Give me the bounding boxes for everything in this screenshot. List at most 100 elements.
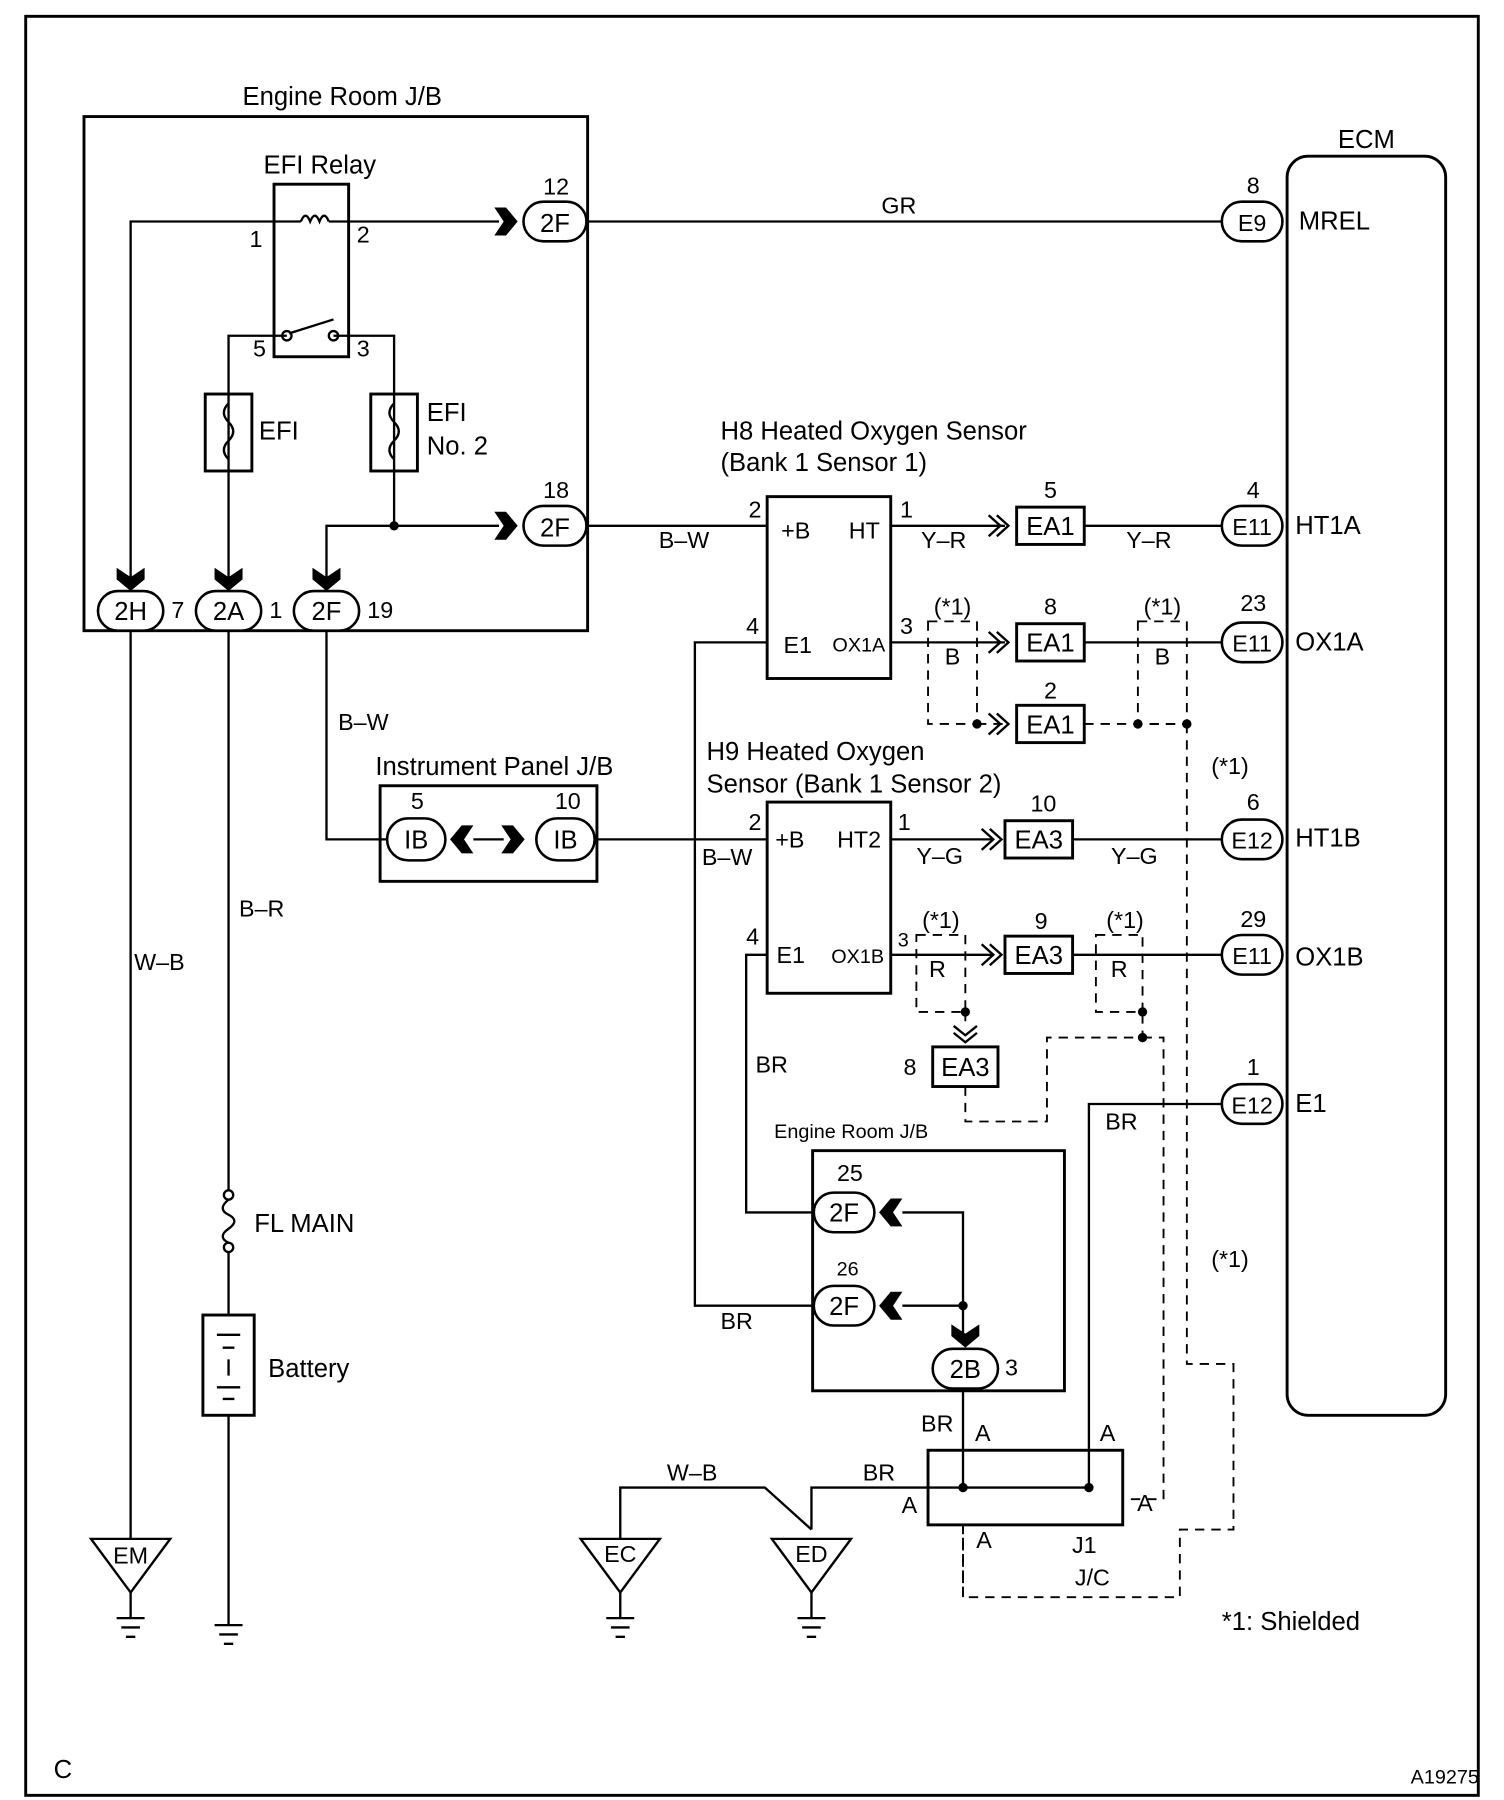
fuse-efi-no2-label-1: EFI (427, 399, 467, 427)
fuse-efi-no2-icon (388, 402, 400, 461)
ground-em-label: EM (113, 1542, 148, 1568)
connector-ib-left (385, 817, 447, 862)
connector-e9-pin: 8 (1247, 173, 1260, 199)
connector-2f-low-pin: 19 (367, 597, 393, 623)
double-arrow-down-icon (952, 1024, 978, 1044)
instrument-panel-jb-box (378, 784, 599, 883)
shield-b-2: B (1155, 644, 1171, 670)
connector-e11-ox1a-label: E11 (1232, 631, 1272, 657)
connector-ea3-ht-label: EA3 (1015, 827, 1063, 855)
wire-color-br-left: B–R (239, 895, 284, 921)
h8-pin-b: 2 (749, 497, 762, 523)
fuse-efi-icon (222, 402, 235, 461)
jc-label: J/C (1075, 1564, 1110, 1590)
h8-title-2: (Bank 1 Sensor 1) (721, 449, 928, 477)
fl-main-label: FL MAIN (254, 1210, 354, 1238)
ground-ec-icon (578, 1537, 663, 1595)
h8-terminal-b: +B (781, 518, 810, 544)
ground-ed-icon (769, 1537, 854, 1595)
shield-h9-left (915, 934, 967, 1013)
connector-e12-e1-pin: 1 (1247, 1054, 1260, 1080)
h8-pin-ht: 1 (900, 497, 913, 523)
jc-pin-a-2: A (1100, 1420, 1116, 1446)
connector-e12-ht1b (1220, 818, 1284, 861)
connector-ea1-ht-label: EA1 (1026, 513, 1074, 541)
connector-2h-label: 2H (114, 598, 147, 626)
fuse-efi-no2 (369, 392, 419, 473)
engine-room-jb-bottom-title: Engine Room J/B (774, 1121, 928, 1143)
shield-r-1: R (929, 956, 946, 982)
efi-relay-label: EFI Relay (264, 152, 377, 180)
h8-terminal-ox: OX1A (832, 635, 886, 657)
connector-ea1-ht-pin: 5 (1044, 477, 1057, 503)
connector-2f-top-pin: 12 (543, 174, 569, 200)
wire-color-br-h8: BR (721, 1308, 753, 1334)
relay-pin-1: 1 (250, 226, 263, 252)
instrument-panel-jb-title: Instrument Panel J/B (375, 753, 613, 781)
connector-e12-e1-label: E12 (1231, 1092, 1272, 1118)
ecm-terminal-e1: E1 (1295, 1090, 1326, 1118)
wire-color-bw-h9: B–W (702, 844, 752, 870)
connector-ea1-shield (1015, 703, 1086, 745)
connector-ea1-ox-pin: 8 (1044, 593, 1057, 619)
connector-e12-ht1b-pin: 6 (1247, 789, 1260, 815)
shield-label-2: (*1) (1144, 593, 1182, 619)
connector-ib-left-label: IB (404, 827, 428, 855)
relay-switch-icon (288, 318, 334, 335)
ground-ed-label: ED (795, 1541, 827, 1567)
chevron-left-icon (879, 1198, 903, 1227)
connector-2f-mid-label: 2F (540, 514, 570, 542)
corner-label: C (54, 1756, 73, 1784)
connector-ea1-ox-label: EA1 (1026, 630, 1074, 658)
connector-e11-ht1a-label: E11 (1232, 514, 1272, 540)
wire-color-yr-2: Y–R (1126, 527, 1171, 553)
connector-e9 (1220, 200, 1284, 243)
connector-ea3-ox (1003, 934, 1075, 975)
ecm-terminal-ox1a: OX1A (1295, 629, 1364, 657)
fl-main-icon (221, 1198, 236, 1244)
connector-e11-ht1a (1220, 504, 1284, 547)
connector-ea3-shield-pin: 8 (904, 1054, 917, 1080)
engine-room-jb-bottom-box (811, 1149, 1066, 1393)
chevron-left-icon (879, 1291, 903, 1320)
shield-label-4: (*1) (922, 907, 960, 933)
fuse-efi (203, 392, 254, 473)
shield-label-1: (*1) (934, 593, 972, 619)
h9-pin-ox: 3 (898, 930, 909, 952)
shield-h8-left (927, 620, 978, 725)
connector-2f-low-label: 2F (312, 598, 342, 626)
connector-2f-top-label: 2F (540, 210, 570, 238)
chevron-left-icon (450, 825, 474, 854)
h9-terminal-ht: HT2 (837, 827, 881, 853)
connector-ea1-shield-label: EA1 (1026, 711, 1074, 739)
shield-r-2: R (1111, 956, 1128, 982)
shield-note: *1: Shielded (1222, 1608, 1360, 1636)
ecm-terminal-ht1b: HT1B (1295, 824, 1361, 852)
connector-ea1-shield-pin: 2 (1044, 677, 1057, 703)
connector-e12-e1 (1220, 1082, 1284, 1126)
connector-ea3-ht-pin: 10 (1030, 790, 1056, 816)
wire-color-wb-left: W–B (134, 949, 184, 975)
h9-title-2: Sensor (Bank 1 Sensor 2) (707, 771, 1002, 799)
connector-2f-25-label: 2F (829, 1200, 859, 1228)
wire-color-yg-2: Y–G (1111, 843, 1158, 869)
wire-color-br-e1: BR (1105, 1109, 1137, 1135)
fuse-efi-no2-label-2: No. 2 (427, 433, 488, 461)
drawing-number: A19275 (1411, 1767, 1479, 1789)
connector-ea3-ox-label: EA3 (1015, 942, 1063, 970)
engine-room-jb-title: Engine Room J/B (243, 83, 442, 111)
connector-2f-26-pin: 26 (837, 1258, 859, 1280)
wire-color-br-gnd: BR (863, 1460, 895, 1486)
shield-h8-right (1136, 620, 1188, 725)
connector-2f-top (522, 200, 588, 243)
h9-pin-ht: 1 (898, 809, 911, 835)
shield-label-5: (*1) (1106, 907, 1144, 933)
connector-2f-mid (522, 504, 588, 547)
jc-j1-label: J1 (1072, 1532, 1097, 1558)
jc-pin-a-3: A (902, 1492, 918, 1518)
relay-coil-icon (299, 214, 330, 225)
h9-pin-b: 2 (749, 809, 762, 835)
ecm-terminal-mrel: MREL (1299, 208, 1370, 236)
connector-e11-ox1a-pin: 23 (1240, 590, 1266, 616)
